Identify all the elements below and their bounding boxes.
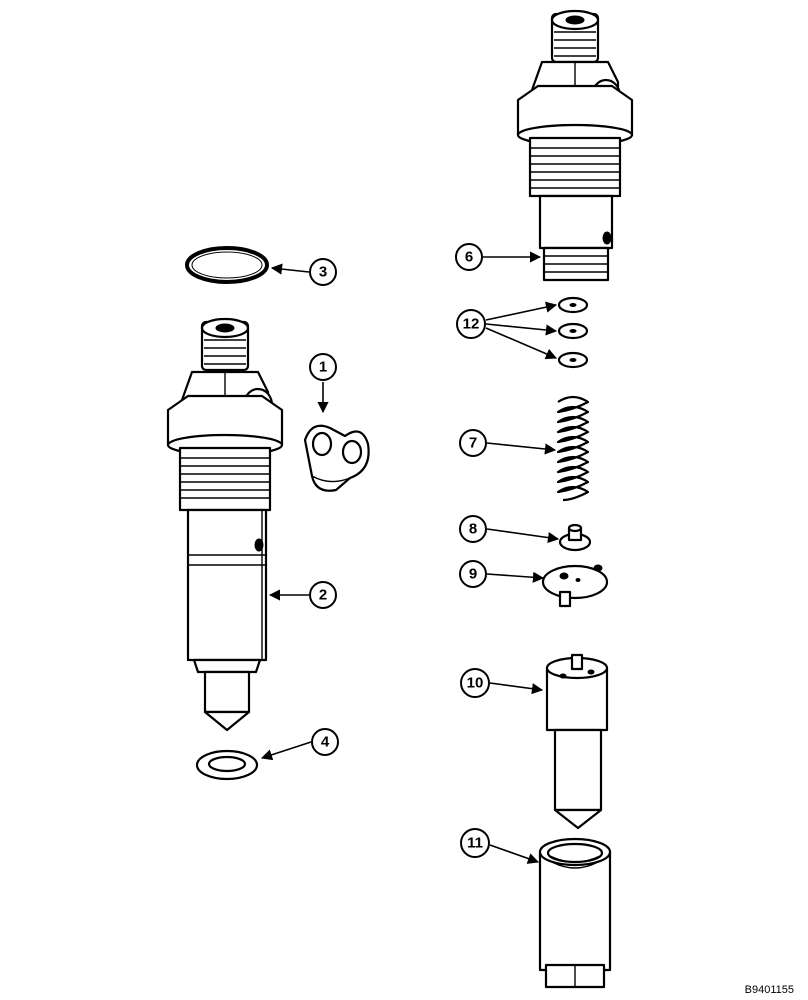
callout-label: 8 (469, 521, 477, 538)
callout-2: 2 (309, 581, 337, 609)
intermediate-plate (541, 564, 609, 608)
injector-assembly-left (166, 317, 284, 732)
callout-11: 11 (460, 828, 490, 858)
nozzle-nut (538, 837, 612, 989)
callout-label: 10 (467, 675, 484, 692)
leader-lines (260, 251, 560, 864)
callout-4: 4 (311, 728, 339, 756)
callout-12: 12 (456, 309, 486, 339)
callout-6: 6 (455, 243, 483, 271)
callout-label: 12 (463, 316, 480, 333)
callout-label: 1 (319, 359, 327, 376)
callout-label: 2 (319, 587, 327, 604)
callout-1: 1 (309, 353, 337, 381)
reference-code: B9401155 (744, 984, 794, 996)
callout-10: 10 (460, 668, 490, 698)
callout-label: 9 (469, 566, 477, 583)
callout-9: 9 (459, 560, 487, 588)
sealing-washer (195, 749, 259, 781)
callout-label: 4 (321, 734, 330, 751)
callout-label: 7 (469, 435, 477, 452)
callout-label: 6 (465, 249, 473, 266)
spring-seat (558, 523, 592, 552)
callout-label: 3 (319, 264, 327, 281)
callout-label: 11 (467, 835, 483, 852)
spring (556, 395, 590, 502)
clamp-bracket (303, 424, 370, 492)
shims (557, 296, 589, 369)
callout-8: 8 (459, 515, 487, 543)
callout-7: 7 (459, 429, 487, 457)
o-ring (185, 246, 269, 284)
nozzle (545, 653, 609, 830)
injector-body (516, 9, 634, 282)
callout-3: 3 (309, 258, 337, 286)
